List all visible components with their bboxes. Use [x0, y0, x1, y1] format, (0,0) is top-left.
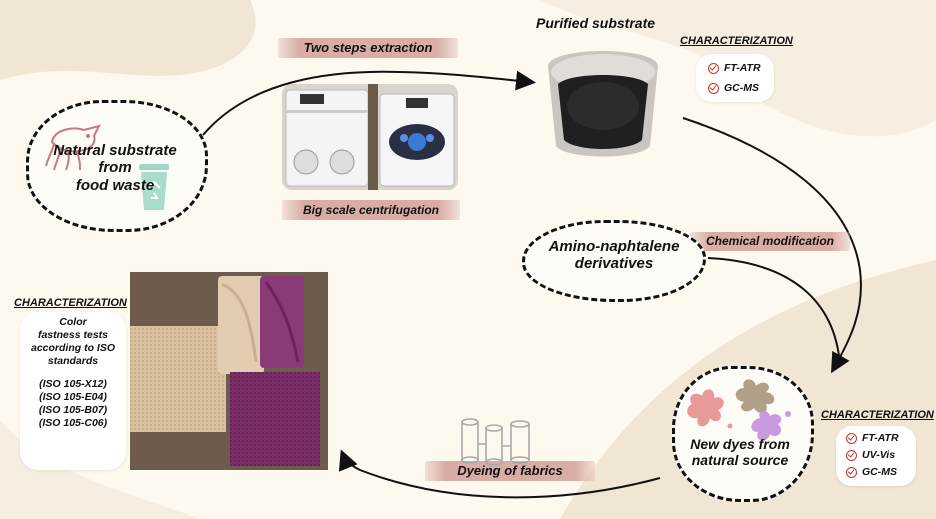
- natural-line-1: Natural substrate: [53, 142, 177, 159]
- fabrics-iso-2: (ISO 105-E04): [39, 391, 107, 403]
- char-fabrics-text: Color fastness tests according to ISO st…: [20, 316, 126, 430]
- fabrics-desc-4: standards: [47, 355, 99, 367]
- purified-substrate-title: Purified substrate: [536, 15, 656, 31]
- banner-two-steps-extraction: Two steps extraction: [278, 38, 458, 58]
- natural-line-2: from: [98, 159, 132, 177]
- fabric-rolls-icon: [461, 418, 530, 466]
- fabrics-desc-2: fastness tests: [37, 329, 109, 341]
- char-heading-fabrics: CHARACTERIZATION: [14, 297, 127, 309]
- char-item-dyes-uvvis: UV-Vis: [846, 449, 895, 461]
- check-circle-icon: [846, 466, 857, 478]
- char-item-purified-ftatr: FT-ATR: [708, 62, 761, 74]
- char-heading-dyes: CHARACTERIZATION: [821, 409, 934, 421]
- centrifuge-icon: [282, 84, 458, 190]
- natural-line-3: food waste: [75, 176, 155, 194]
- char-card-purified: [696, 54, 774, 102]
- newdyes-line-2: natural source: [691, 452, 789, 469]
- check-circle-icon: [708, 82, 719, 94]
- node-new-dyes-label: New dyes from natural source: [672, 436, 808, 468]
- arrow-purified-to-dyes: [682, 117, 862, 374]
- bg-shape-bottom-left: [0, 420, 200, 519]
- bg-shape-top-left: [0, 0, 256, 80]
- node-amino-naphtalene-label: Amino-naphtalene derivatives: [522, 238, 706, 273]
- fabrics-iso-1: (ISO 105-X12): [39, 378, 107, 390]
- fabrics-desc-3: according to ISO: [30, 342, 115, 354]
- arrow-dyeing: [338, 449, 661, 499]
- check-circle-icon: [708, 62, 719, 74]
- banner-dyeing-of-fabrics: Dyeing of fabrics: [425, 461, 595, 481]
- fabrics-iso-3: (ISO 105-B07): [38, 404, 108, 416]
- amino-line-2: derivatives: [574, 255, 654, 273]
- banner-big-scale-centrifugation: Big scale centrifugation: [282, 200, 460, 220]
- squid-icon: [45, 124, 101, 171]
- fabrics-spacer: [20, 368, 126, 378]
- purified-substrate-photo: [548, 51, 658, 157]
- char-item-dyes-gcms: GC-MS: [846, 466, 897, 478]
- recycle-bin-icon: [139, 164, 169, 210]
- centrifuge-photo: [282, 84, 458, 190]
- node-natural-substrate-label: Natural substrate from food waste: [30, 142, 200, 194]
- arrow-extraction: [202, 70, 536, 136]
- char-item-purified-gcms: GC-MS: [708, 82, 759, 94]
- newdyes-line-1: New dyes from: [690, 436, 790, 452]
- fabrics-desc-1: Color: [59, 316, 87, 328]
- char-heading-purified: CHARACTERIZATION: [680, 35, 793, 47]
- char-item-dyes-ftatr: FT-ATR: [846, 432, 899, 444]
- fabrics-iso-4: (ISO 105-C06): [38, 417, 108, 429]
- char-card-fabrics: [20, 312, 126, 470]
- node-natural-substrate: [26, 100, 208, 232]
- arrow-amino-to-dyes: [707, 257, 841, 366]
- dyed-fabrics-photo: [130, 272, 328, 470]
- dye-splash-icon: [687, 379, 791, 441]
- amino-line-1: Amino-naphtalene: [548, 238, 680, 255]
- banner-chemical-modification: Chemical modification: [690, 232, 850, 251]
- check-circle-icon: [846, 449, 857, 461]
- node-amino-naphtalene: [522, 220, 706, 302]
- check-circle-icon: [846, 432, 857, 444]
